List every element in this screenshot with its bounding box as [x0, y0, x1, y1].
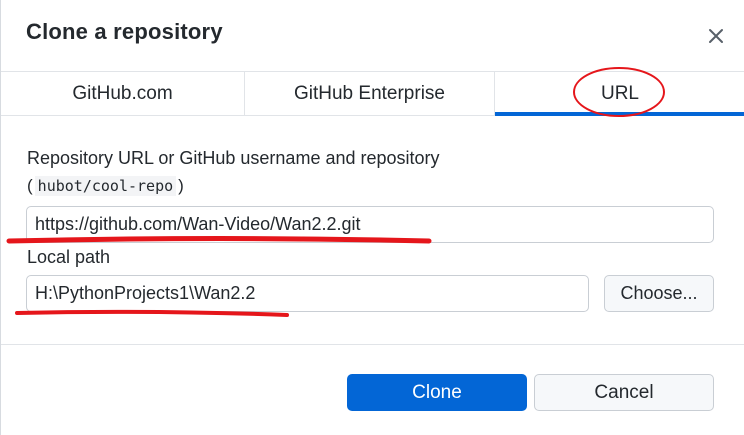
hint-open-paren: (	[27, 176, 33, 195]
cancel-button[interactable]: Cancel	[534, 374, 714, 411]
tab-label: GitHub.com	[72, 82, 173, 104]
hint-example-code: hubot/cool-repo	[34, 176, 177, 196]
tab-label: URL	[600, 82, 639, 104]
tab-github-enterprise[interactable]: GitHub Enterprise	[245, 72, 495, 115]
repository-url-value: https://github.com/Wan-Video/Wan2.2.git	[35, 214, 361, 234]
repository-url-hint: ( hubot/cool-repo )	[27, 176, 184, 196]
tab-label: GitHub Enterprise	[293, 82, 445, 104]
hint-close-paren: )	[178, 176, 184, 195]
tab-url[interactable]: URL	[495, 72, 744, 116]
choose-button[interactable]: Choose...	[604, 275, 714, 312]
repository-url-label: Repository URL or GitHub username and re…	[27, 148, 440, 168]
local-path-input[interactable]: H:\PythonProjects1\Wan2.2	[26, 275, 589, 312]
close-button[interactable]	[701, 21, 731, 51]
repository-url-input[interactable]: https://github.com/Wan-Video/Wan2.2.git	[26, 206, 714, 243]
dialog-header: Clone a repository	[1, 0, 744, 71]
tab-github-com[interactable]: GitHub.com	[1, 72, 245, 115]
footer-divider	[1, 344, 744, 345]
close-icon	[709, 29, 723, 43]
tab-bar: GitHub.com GitHub Enterprise URL	[1, 71, 744, 116]
clone-button[interactable]: Clone	[347, 374, 527, 411]
local-path-label: Local path	[27, 247, 111, 267]
dialog-title: Clone a repository	[26, 19, 223, 44]
local-path-value: H:\PythonProjects1\Wan2.2	[35, 283, 256, 303]
